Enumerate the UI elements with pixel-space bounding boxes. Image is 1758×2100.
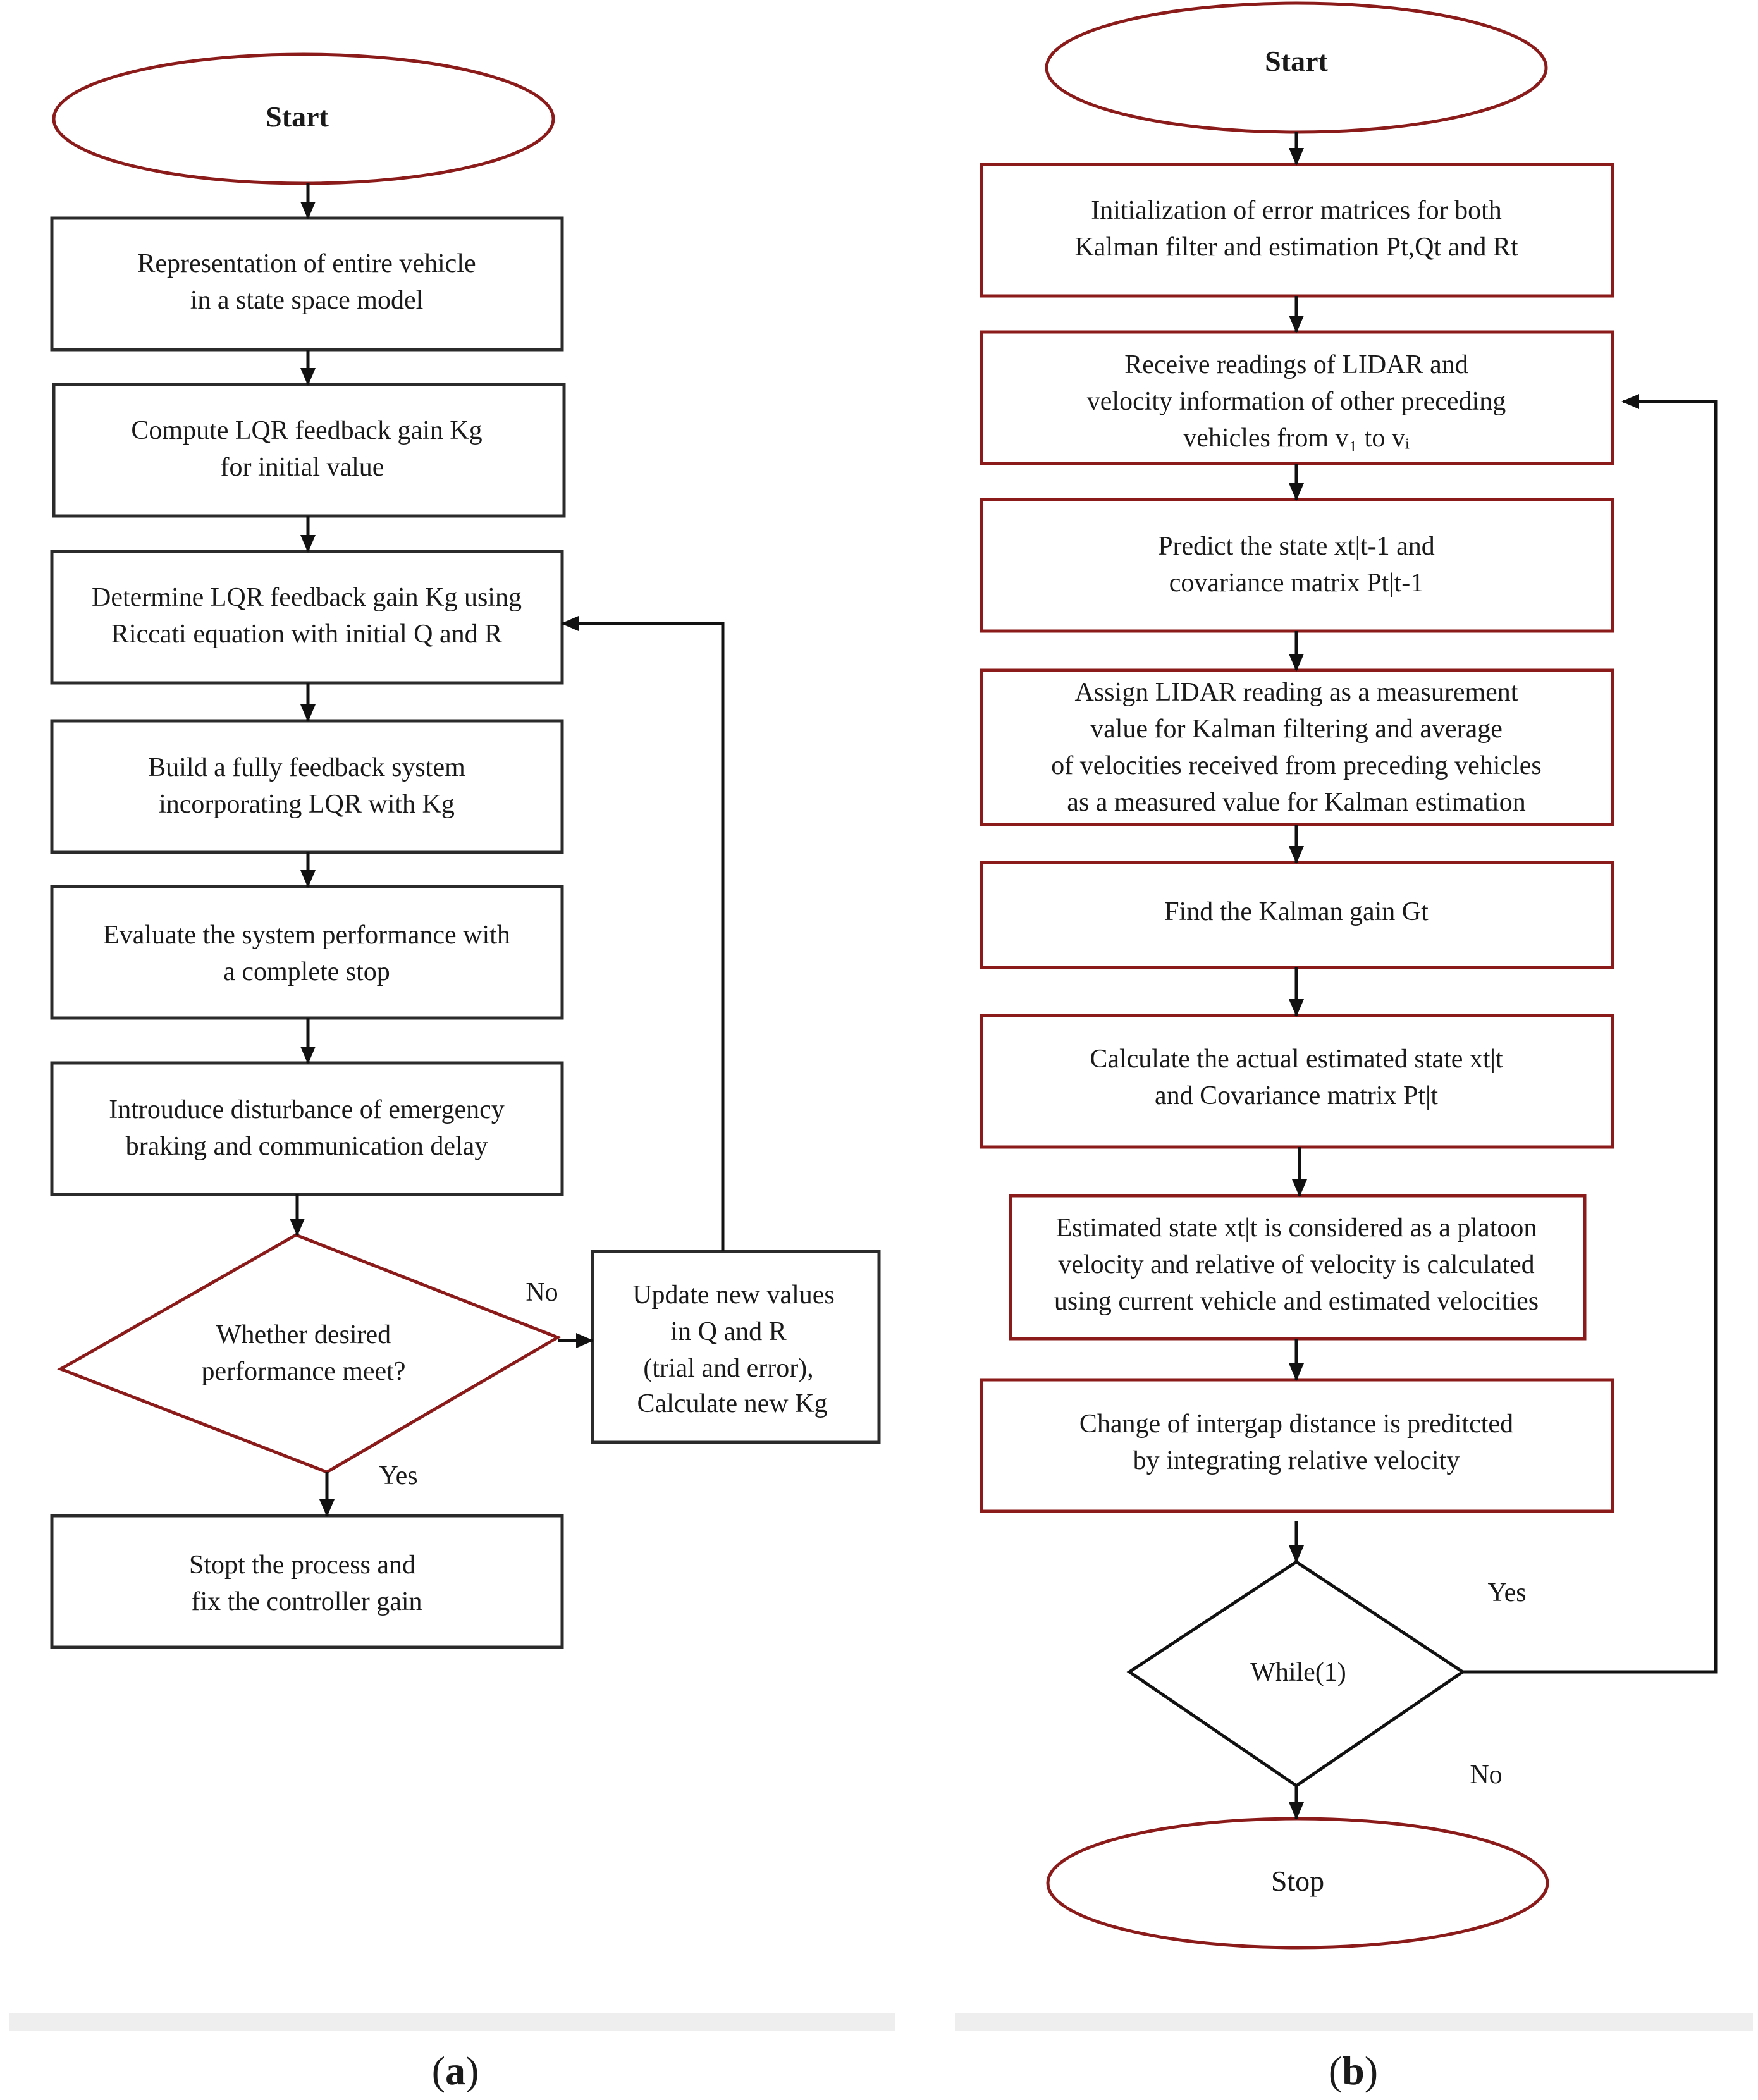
- a-end-box: Stopt the process and fix the controller…: [50, 1514, 564, 1649]
- b-stop-terminal: Stop: [1046, 1817, 1549, 1950]
- b-step-4-line-3: of velocities received from preceding ve…: [1051, 751, 1541, 780]
- a-step-5: Evaluate the system performance with a c…: [50, 885, 564, 1020]
- a-step-2-line-2: for initial value: [221, 453, 384, 482]
- b-step-8-line-1: Change of intergap distance is preditcte…: [1079, 1409, 1513, 1439]
- panel-b: Start Initialization of error matrices f…: [980, 1, 1718, 1950]
- b-start-terminal: Start: [1045, 1, 1548, 134]
- b-no-label: No: [1470, 1760, 1502, 1790]
- a-arrow-update-loopback: [561, 616, 725, 1251]
- b-step-2-line-3: vehicles from v₁ to vᵢ: [1183, 424, 1410, 453]
- a-step-6-line-2: braking and communication delay: [126, 1132, 488, 1161]
- b-decision-label: While(1): [1250, 1658, 1346, 1687]
- a-end-line-1: Stopt the process and: [189, 1550, 415, 1580]
- b-stop-label: Stop: [1271, 1865, 1324, 1897]
- b-step-6-line-2: and Covariance matrix Pt|t: [1155, 1081, 1438, 1110]
- caption-a-text: (a): [432, 2048, 479, 2093]
- b-step-7-line-2: velocity and relative of velocity is cal…: [1058, 1250, 1534, 1279]
- a-start-label: Start: [266, 101, 329, 133]
- a-update-box: Update new values in Q and R (trial and …: [591, 1250, 881, 1444]
- b-yes-label: Yes: [1487, 1578, 1526, 1607]
- b-step-1-line-1: Initialization of error matrices for bot…: [1091, 196, 1502, 225]
- a-update-line-3: (trial and error),: [643, 1354, 813, 1383]
- b-step-2-line-1: Receive readings of LIDAR and: [1124, 350, 1468, 379]
- b-step-1-line-2: Kalman filter and estimation Pt,Qt and R…: [1074, 233, 1518, 262]
- caption-a-letter: a: [445, 2048, 465, 2093]
- a-yes-label: Yes: [379, 1461, 417, 1490]
- caption-a: (a): [432, 2048, 479, 2093]
- b-step-5-line-1: Find the Kalman gain Gt: [1164, 897, 1429, 926]
- b-step-2: Receive readings of LIDAR and velocity i…: [980, 330, 1614, 465]
- a-step-5-line-1: Evaluate the system performance with: [103, 921, 510, 950]
- a-update-line-1: Update new values: [632, 1280, 835, 1310]
- a-start-terminal: Start: [52, 52, 555, 185]
- b-step-1: Initialization of error matrices for bot…: [980, 163, 1614, 298]
- a-step-4-line-2: incorporating LQR with Kg: [159, 790, 455, 819]
- a-end-line-2: fix the controller gain: [191, 1587, 422, 1616]
- a-step-4: Build a fully feedback system incorporat…: [50, 719, 564, 854]
- b-step-3-line-2: covariance matrix Pt|t-1: [1169, 568, 1424, 598]
- a-step-6-line-1: Introuduce disturbance of emergency: [109, 1095, 504, 1124]
- b-start-label: Start: [1265, 45, 1328, 77]
- caption-b-letter: b: [1342, 2048, 1365, 2093]
- a-decision: Whether desired performance meet?: [57, 1233, 562, 1474]
- b-decision: While(1): [1126, 1560, 1466, 1788]
- b-step-3: Predict the state xt|t-1 and covariance …: [980, 498, 1614, 633]
- a-step-1: Representation of entire vehicle in a st…: [50, 216, 564, 352]
- a-connectors: [290, 183, 725, 1517]
- b-step-8: Change of intergap distance is preditcte…: [980, 1378, 1614, 1513]
- a-no-label: No: [526, 1278, 558, 1307]
- a-decision-line-2: performance meet?: [202, 1357, 406, 1386]
- a-step-3: Determine LQR feedback gain Kg using Ric…: [50, 550, 564, 685]
- caption-b-text: (b): [1329, 2048, 1378, 2093]
- b-step-7-line-3: using current vehicle and estimated velo…: [1054, 1287, 1539, 1316]
- b-step-4: Assign LIDAR reading as a measurement va…: [980, 668, 1614, 826]
- caption-bars: [9, 2013, 1753, 2031]
- b-step-4-line-4: as a measured value for Kalman estimatio…: [1067, 788, 1525, 817]
- a-step-6: Introuduce disturbance of emergency brak…: [50, 1061, 564, 1196]
- a-step-2-line-1: Compute LQR feedback gain Kg: [131, 416, 482, 445]
- a-step-1-line-1: Representation of entire vehicle: [137, 249, 476, 278]
- b-connectors: [1289, 132, 1718, 1820]
- a-step-4-line-1: Build a fully feedback system: [148, 753, 465, 782]
- b-step-4-line-1: Assign LIDAR reading as a measurement: [1075, 678, 1518, 707]
- a-step-5-line-2: a complete stop: [223, 957, 390, 986]
- b-step-4-line-2: value for Kalman filtering and average: [1090, 715, 1503, 744]
- panel-a: Start Representation of entire vehicle i…: [50, 52, 881, 1649]
- a-step-2: Compute LQR feedback gain Kg for initial…: [52, 383, 566, 518]
- a-step-3-line-2: Riccati equation with initial Q and R: [111, 620, 502, 649]
- b-step-8-line-2: by integrating relative velocity: [1133, 1446, 1460, 1475]
- a-update-line-4: Calculate new Kg: [637, 1389, 828, 1418]
- b-step-6: Calculate the actual estimated state xt|…: [980, 1014, 1614, 1149]
- caption-b: (b): [1329, 2048, 1378, 2093]
- b-step-3-line-1: Predict the state xt|t-1 and: [1158, 532, 1435, 561]
- b-arrow-loopback: [1463, 394, 1718, 1674]
- a-step-3-line-1: Determine LQR feedback gain Kg using: [92, 583, 522, 612]
- b-step-2-line-2: velocity information of other preceding: [1087, 387, 1506, 416]
- b-step-6-line-1: Calculate the actual estimated state xt|…: [1090, 1045, 1503, 1074]
- b-step-7: Estimated state xt|t is considered as a …: [1009, 1194, 1587, 1341]
- a-step-1-line-2: in a state space model: [190, 286, 424, 315]
- b-step-7-line-1: Estimated state xt|t is considered as a …: [1056, 1213, 1537, 1243]
- b-step-5: Find the Kalman gain Gt: [980, 861, 1614, 969]
- a-decision-line-1: Whether desired: [216, 1320, 391, 1349]
- a-update-line-2: in Q and R: [670, 1317, 786, 1346]
